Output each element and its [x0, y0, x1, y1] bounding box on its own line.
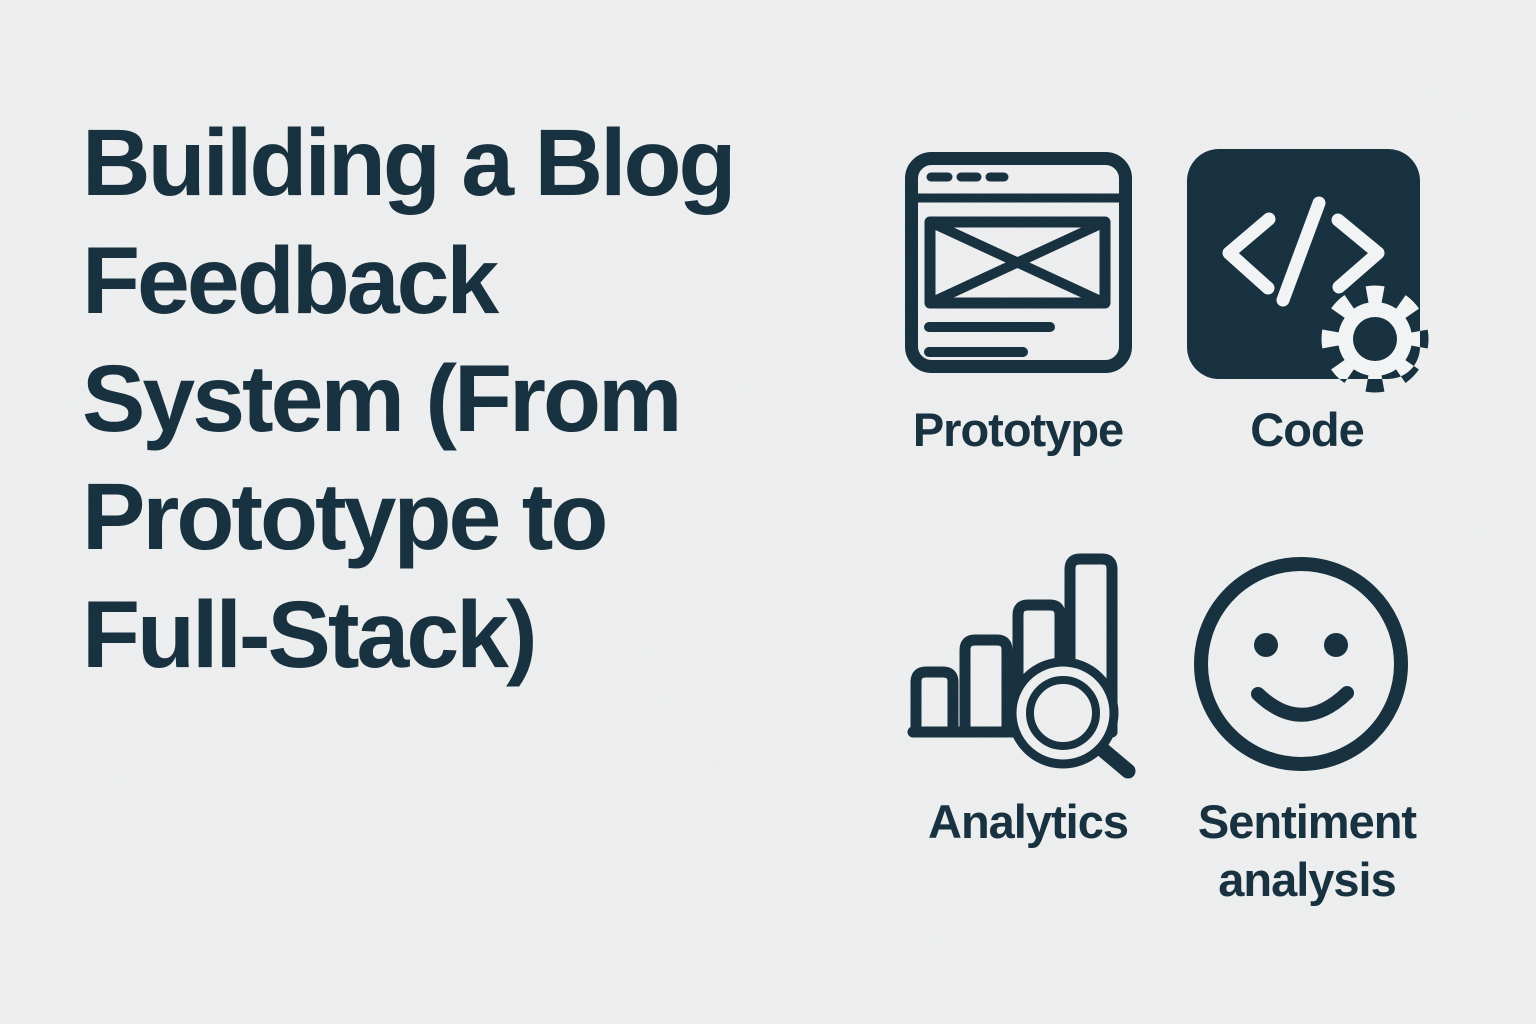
title-line: Full-Stack): [82, 582, 538, 688]
page-title: Building a Blog Feedback System (From Pr…: [82, 104, 902, 694]
title-line: Feedback: [82, 228, 499, 334]
title-line: System (From: [82, 346, 683, 452]
feature-label-analytics: Analytics: [928, 795, 1129, 848]
title-line: Building a Blog: [82, 110, 737, 216]
bar-chart-magnifier-icon: [907, 553, 1136, 779]
smiley-face-icon: [1194, 557, 1408, 771]
browser-wireframe-icon: [905, 152, 1132, 373]
code-tag-gear-icon: [1187, 149, 1429, 393]
title-line: Prototype to: [82, 464, 608, 570]
feature-label-code: Code: [1250, 403, 1365, 456]
feature-label-sentiment: Sentiment analysis: [1197, 795, 1417, 906]
feature-label-prototype: Prototype: [912, 403, 1124, 456]
